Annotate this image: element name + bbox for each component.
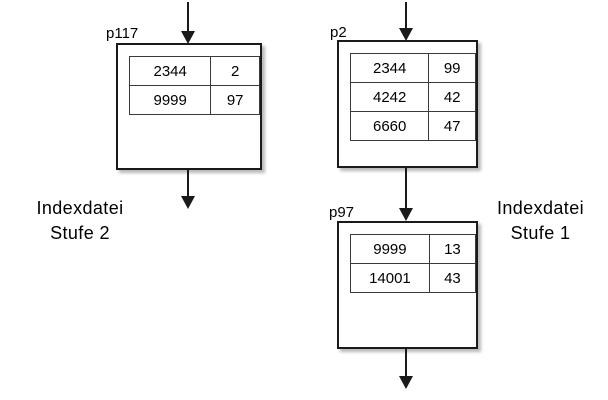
arrow-head-icon — [399, 208, 413, 221]
cell-key: 2344 — [349, 53, 430, 83]
entry-table-p97: 9999 13 14001 43 — [350, 234, 477, 293]
caption-right: Indexdatei Stufe 1 — [478, 196, 603, 246]
arrow-p2-to-p97 — [399, 168, 413, 221]
arrow-shaft — [187, 170, 189, 197]
caption-right-line2: Stufe 1 — [510, 223, 571, 243]
table-row[interactable]: 14001 43 — [350, 263, 477, 293]
page-box-p97[interactable]: 9999 13 14001 43 — [337, 221, 478, 349]
caption-left-line2: Stufe 2 — [50, 223, 110, 243]
cell-key: 6660 — [349, 111, 430, 141]
arrow-head-icon — [181, 31, 195, 44]
cell-pointer: 47 — [428, 111, 476, 141]
caption-right-line1: Indexdatei — [496, 198, 585, 218]
table-row[interactable]: 4242 42 — [349, 82, 476, 112]
caption-left-line1: Indexdatei — [36, 198, 124, 218]
table-row[interactable]: 2344 99 — [349, 53, 476, 83]
table-row[interactable]: 9999 13 — [350, 234, 477, 264]
page-box-p2[interactable]: 2344 99 4242 42 6660 47 — [337, 40, 478, 168]
cell-key: 9999 — [350, 234, 430, 264]
cell-pointer: 99 — [428, 53, 476, 83]
page-label-p117: p117 — [106, 25, 139, 42]
cell-key: 9999 — [128, 85, 212, 115]
arrow-head-icon — [399, 28, 413, 41]
arrow-out-of-p117 — [181, 170, 195, 209]
cell-key: 2344 — [128, 56, 212, 86]
table-row[interactable]: 2344 2 — [128, 56, 260, 86]
caption-left: Indexdatei Stufe 2 — [10, 196, 150, 246]
cell-pointer: 42 — [428, 82, 476, 112]
arrow-shaft — [405, 168, 407, 209]
cell-key: 4242 — [349, 82, 430, 112]
page-label-p2: p2 — [330, 24, 347, 41]
arrow-shaft — [187, 2, 189, 32]
arrow-head-icon — [181, 196, 195, 209]
entry-table-p2: 2344 99 4242 42 6660 47 — [349, 53, 476, 141]
cell-pointer: 43 — [428, 263, 477, 293]
arrow-head-icon — [399, 376, 413, 389]
arrow-out-of-p97 — [399, 349, 413, 389]
cell-pointer: 97 — [210, 85, 260, 115]
arrow-shaft — [405, 2, 407, 29]
arrow-into-p2 — [399, 2, 413, 41]
arrow-into-p117 — [181, 2, 195, 44]
table-row[interactable]: 6660 47 — [349, 111, 476, 141]
entry-table-p117: 2344 2 9999 97 — [128, 56, 260, 115]
page-label-p97: p97 — [329, 204, 355, 221]
cell-pointer: 2 — [210, 56, 260, 86]
cell-key: 14001 — [350, 263, 430, 293]
cell-pointer: 13 — [428, 234, 477, 264]
page-box-p117[interactable]: 2344 2 9999 97 — [116, 43, 262, 170]
arrow-shaft — [405, 349, 407, 377]
table-row[interactable]: 9999 97 — [128, 85, 260, 115]
